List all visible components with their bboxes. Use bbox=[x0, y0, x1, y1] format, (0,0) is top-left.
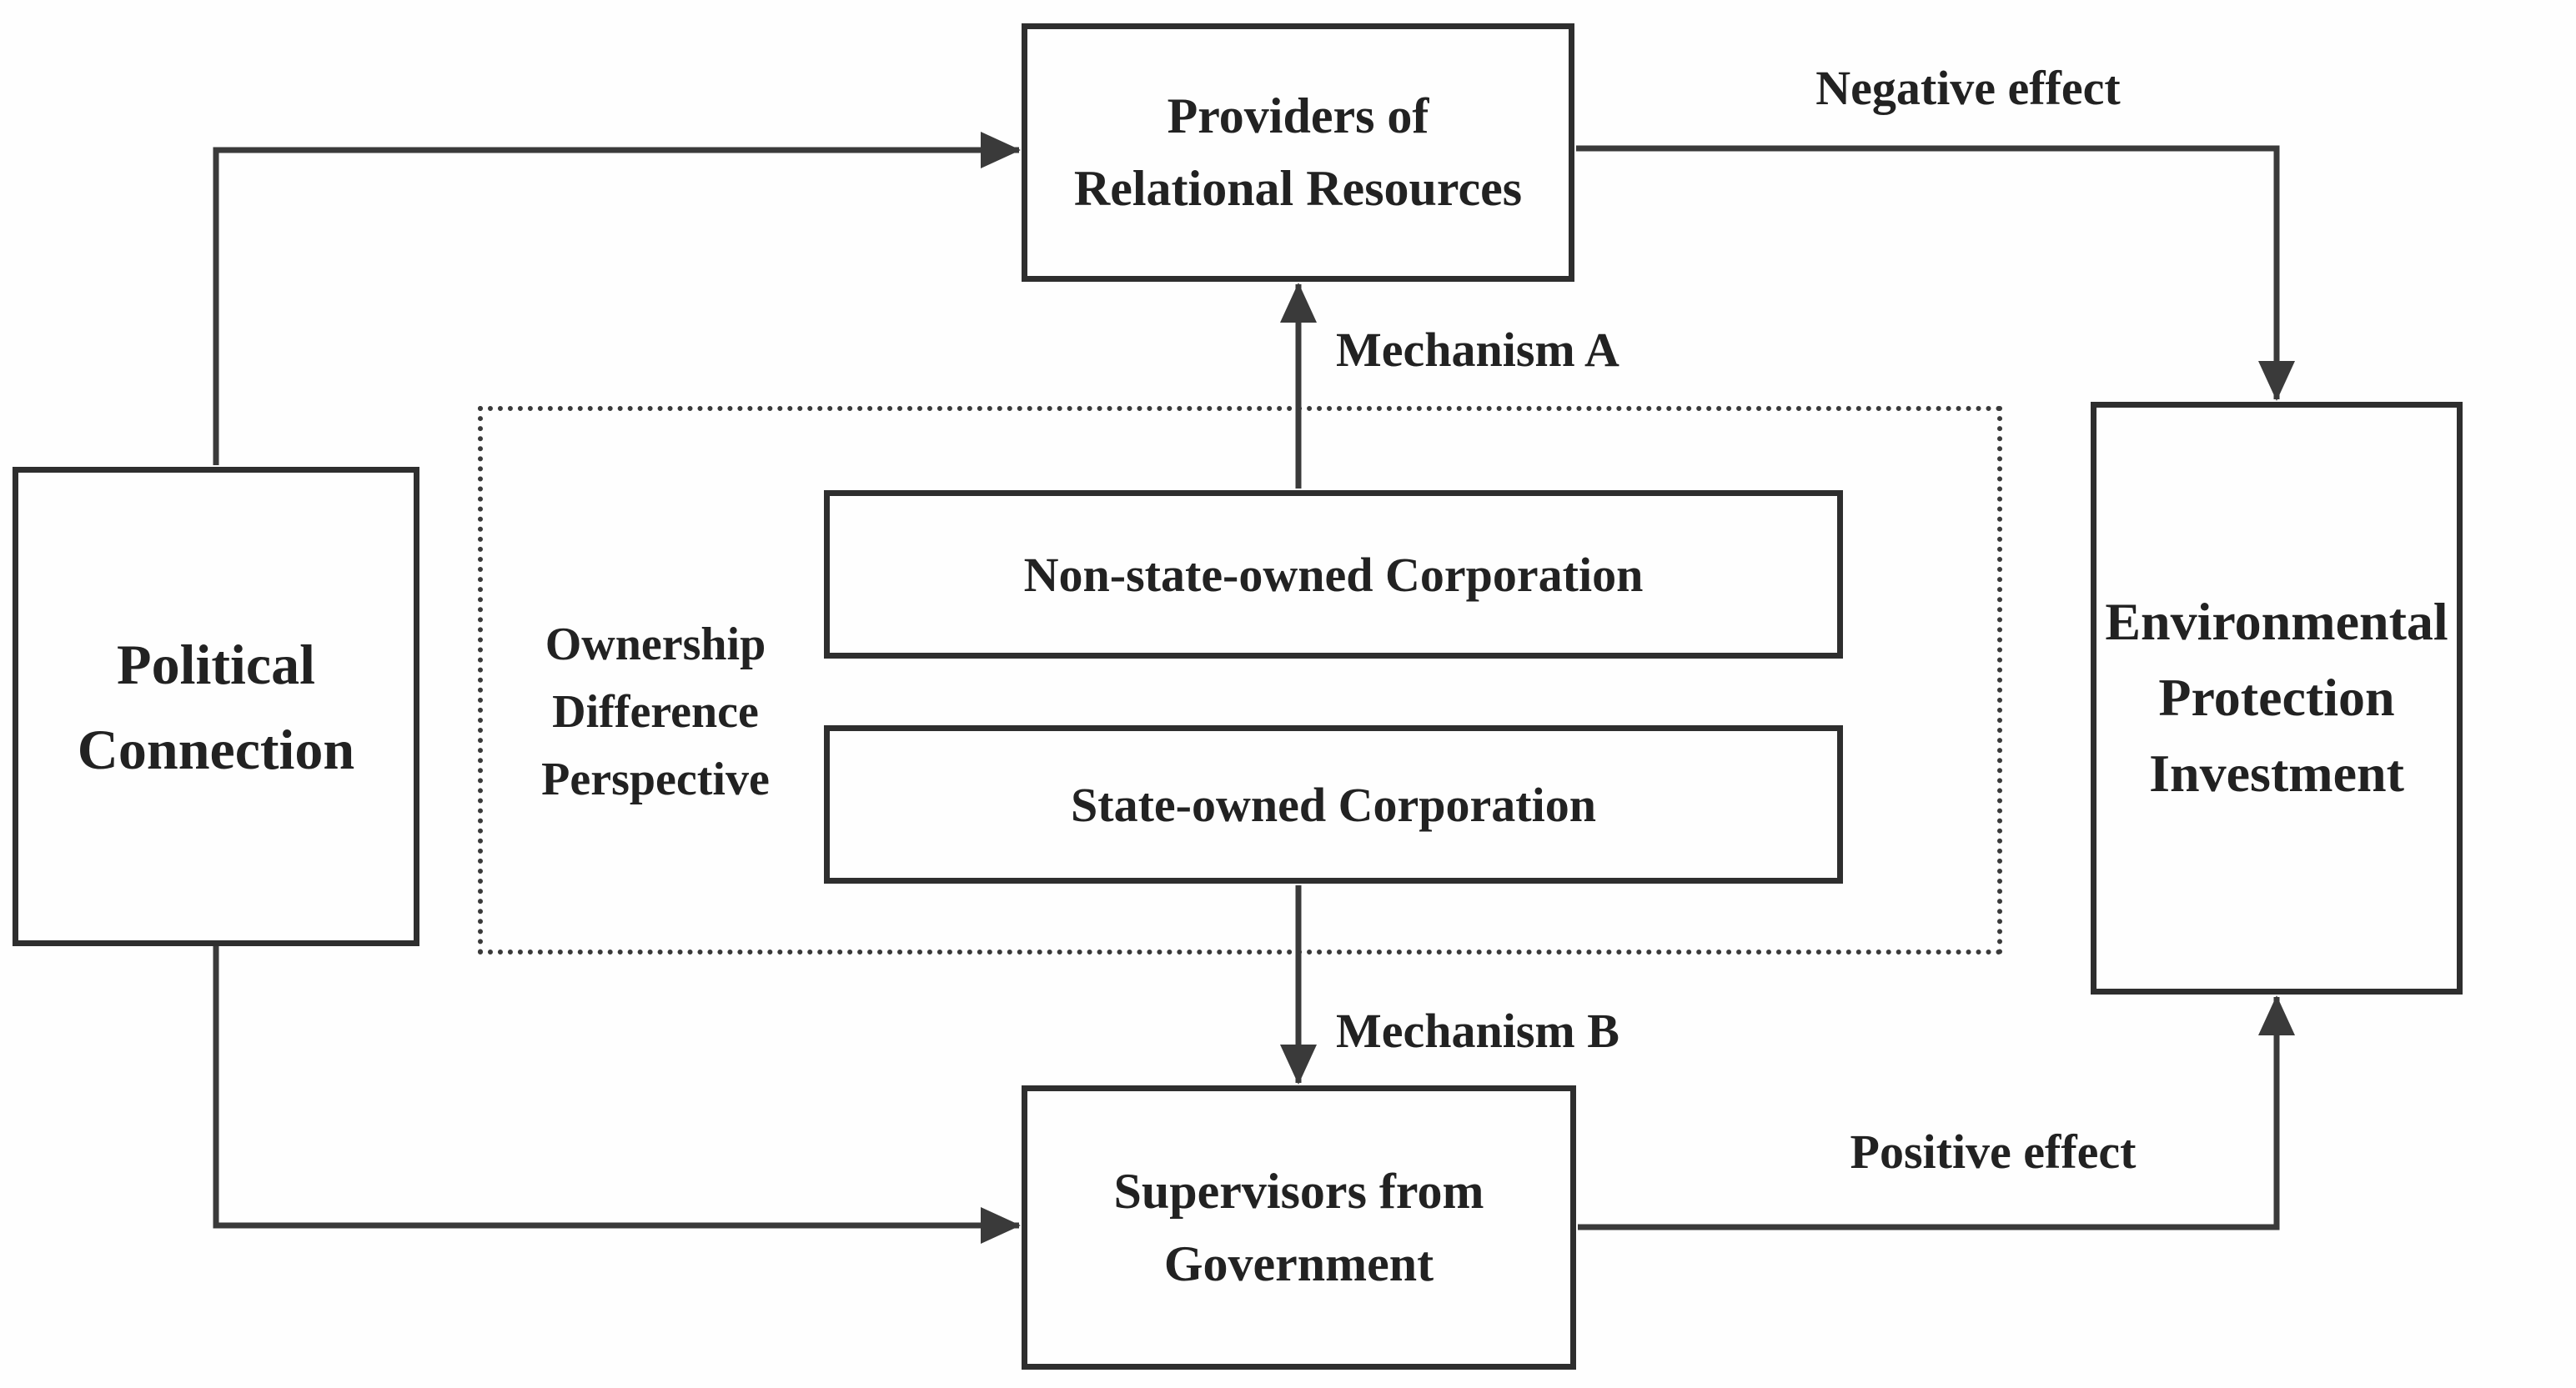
label-line: Difference bbox=[552, 686, 759, 739]
ownership-difference-perspective-label: Ownership Difference Perspective bbox=[505, 611, 806, 814]
node-title-line: Government bbox=[1163, 1235, 1434, 1291]
node-state-owned-corporation: State-owned Corporation bbox=[824, 725, 1843, 884]
label-line: Perspective bbox=[541, 754, 770, 806]
node-political-connection: Political Connection bbox=[13, 467, 419, 946]
label-line: Ownership bbox=[545, 619, 766, 670]
edge-political-to-supervisors bbox=[213, 945, 1021, 1244]
node-title-line: Protection bbox=[2158, 668, 2395, 728]
node-non-state-owned-corporation: Non-state-owned Corporation bbox=[824, 490, 1843, 659]
node-title-line: Relational Resources bbox=[1073, 161, 1523, 216]
node-supervisors-from-government: Supervisors from Government bbox=[1022, 1085, 1576, 1370]
node-title-line: Connection bbox=[77, 717, 355, 781]
node-title-line: Supervisors from bbox=[1113, 1163, 1484, 1219]
node-title-line: Non-state-owned Corporation bbox=[1023, 547, 1644, 602]
node-title-line: Investment bbox=[2149, 743, 2404, 803]
edge-positive-effect bbox=[1578, 995, 2295, 1230]
node-title-line: Environmental bbox=[2105, 592, 2448, 652]
edge-political-to-providers bbox=[213, 132, 1021, 465]
node-title-line: Political bbox=[117, 632, 315, 696]
node-title-line: Providers of bbox=[1167, 88, 1429, 143]
node-environmental-protection-investment: Environmental Protection Investment bbox=[2091, 402, 2463, 995]
node-title-line: State-owned Corporation bbox=[1071, 777, 1596, 832]
positive-effect-label: Positive effect bbox=[1850, 1125, 2137, 1179]
node-providers-of-relational-resources: Providers of Relational Resources bbox=[1022, 23, 1574, 282]
edge-negative-effect bbox=[1576, 145, 2295, 401]
negative-effect-label: Negative effect bbox=[1815, 61, 2121, 115]
ownership-perspective-group-frame bbox=[478, 406, 2002, 955]
mechanism-b-label: Mechanism B bbox=[1336, 1004, 1619, 1058]
mechanism-a-label: Mechanism A bbox=[1336, 323, 1619, 377]
